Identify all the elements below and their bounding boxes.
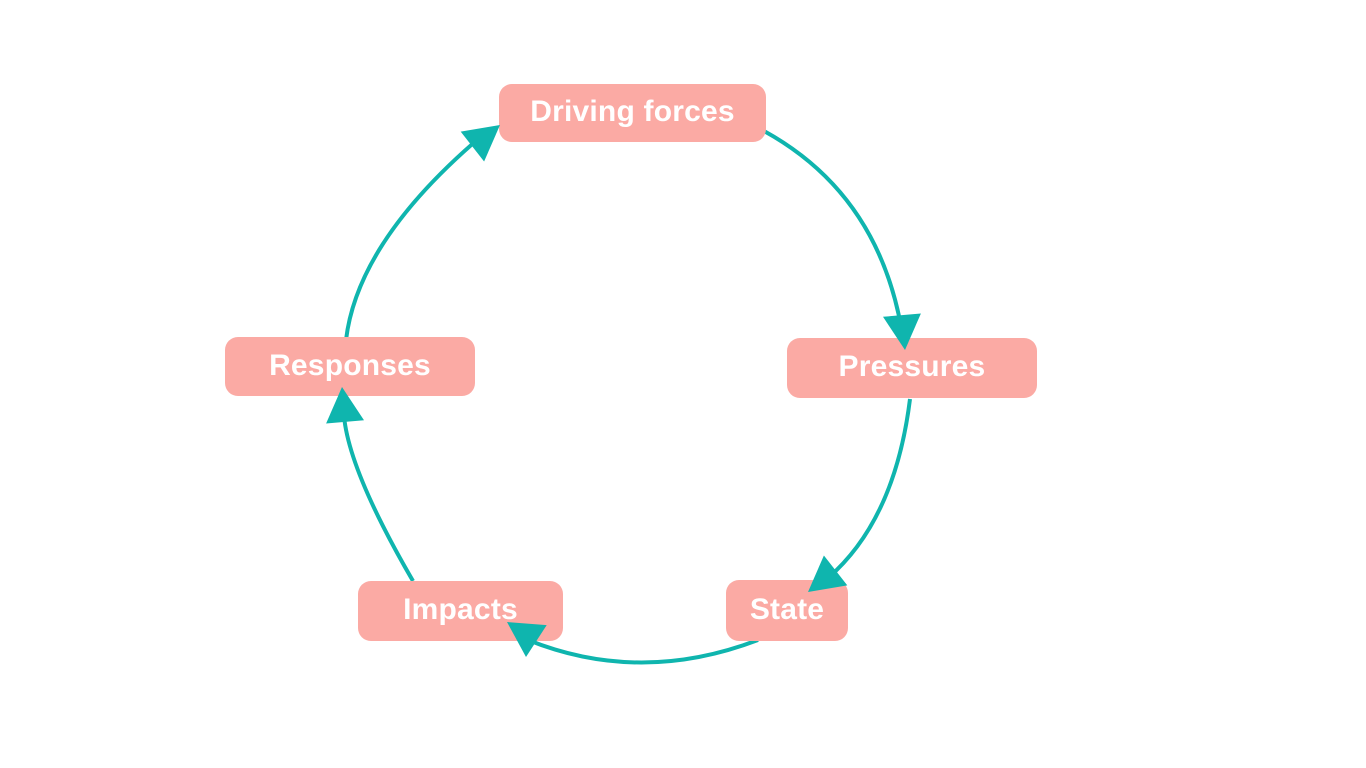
node-driving-forces[interactable]: Driving forces xyxy=(499,84,766,142)
node-pressures[interactable]: Pressures xyxy=(787,338,1037,398)
node-impacts[interactable]: Impacts xyxy=(358,581,563,641)
edge-pressures-to-state xyxy=(826,398,912,580)
node-driving-forces-label: Driving forces xyxy=(530,95,735,128)
edge-impacts-to-responses xyxy=(342,415,415,583)
node-state-label: State xyxy=(749,592,825,626)
node-pressures-label: Pressures xyxy=(838,350,986,383)
edge-state-to-impacts xyxy=(527,638,759,665)
edge-responses-to-driving-forces xyxy=(344,127,492,341)
node-responses-label: Responses xyxy=(269,348,431,382)
node-impacts-label: Impacts xyxy=(403,593,518,626)
edge-driving-forces-to-pressures xyxy=(763,129,906,346)
node-responses[interactable]: Responses xyxy=(225,337,475,396)
node-state[interactable]: State xyxy=(726,580,848,641)
